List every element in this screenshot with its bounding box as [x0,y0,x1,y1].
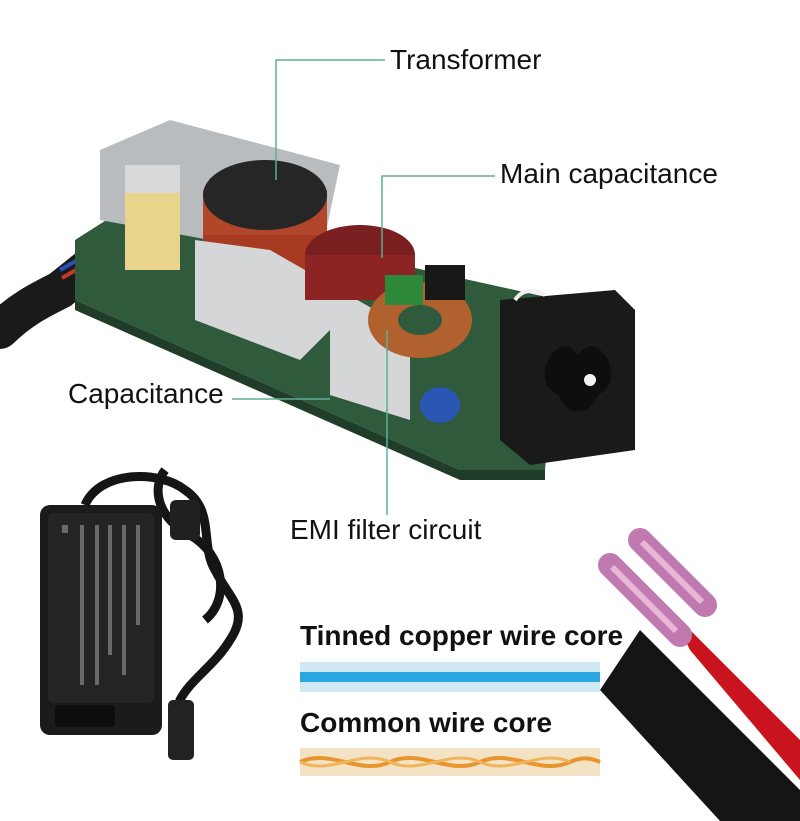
transformer-label: Transformer [390,44,542,75]
tinned-wire-core-label: Tinned copper wire core [300,620,624,651]
main-capacitance-label: Main capacitance [500,158,718,189]
common-wire-core-label: Common wire core [300,707,553,738]
emi-filter-label: EMI filter circuit [290,514,482,545]
tinned-wire-core [300,662,600,692]
common-wire-core [299,748,601,776]
pcb-board [0,120,635,480]
capacitance-label: Capacitance [68,378,224,409]
ac-adapter [40,467,243,760]
leader-lines [232,59,495,515]
cable-cross-section [598,528,800,821]
